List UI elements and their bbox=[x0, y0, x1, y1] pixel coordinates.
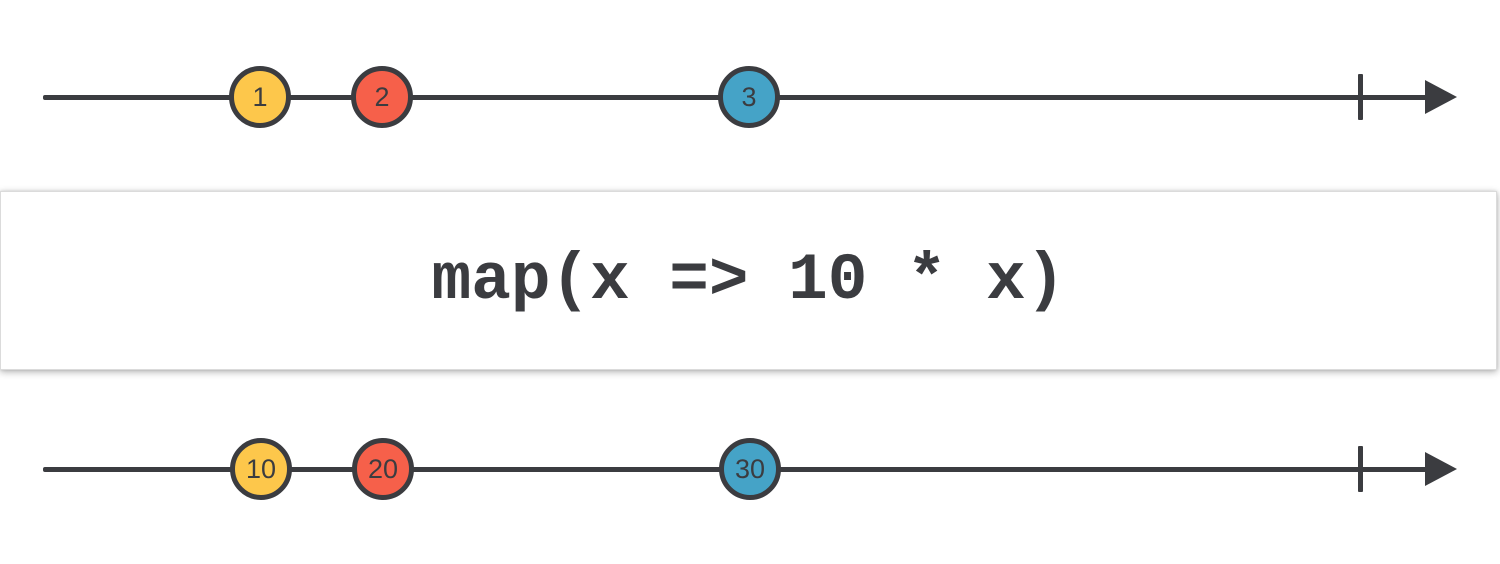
marble-label: 1 bbox=[252, 81, 268, 112]
marble-3[interactable]: 3 bbox=[718, 66, 780, 128]
marble-label: 20 bbox=[367, 453, 399, 484]
marble-label: 30 bbox=[734, 453, 766, 484]
marble-10: 10 bbox=[230, 438, 292, 500]
marble-2[interactable]: 2 bbox=[351, 66, 413, 128]
marble-label: 10 bbox=[245, 453, 277, 484]
marble-30: 30 bbox=[719, 438, 781, 500]
marble-label: 2 bbox=[374, 81, 390, 112]
marble-20: 20 bbox=[352, 438, 414, 500]
arrowhead-icon bbox=[1425, 452, 1457, 486]
marble-1[interactable]: 1 bbox=[229, 66, 291, 128]
arrowhead-icon bbox=[1425, 80, 1457, 114]
operator-label: map(x => 10 * x) bbox=[431, 243, 1066, 318]
complete-tick-icon bbox=[1357, 74, 1363, 120]
complete-tick-icon bbox=[1357, 446, 1363, 492]
operator-box: map(x => 10 * x) bbox=[0, 191, 1497, 370]
marble-label: 3 bbox=[741, 81, 757, 112]
